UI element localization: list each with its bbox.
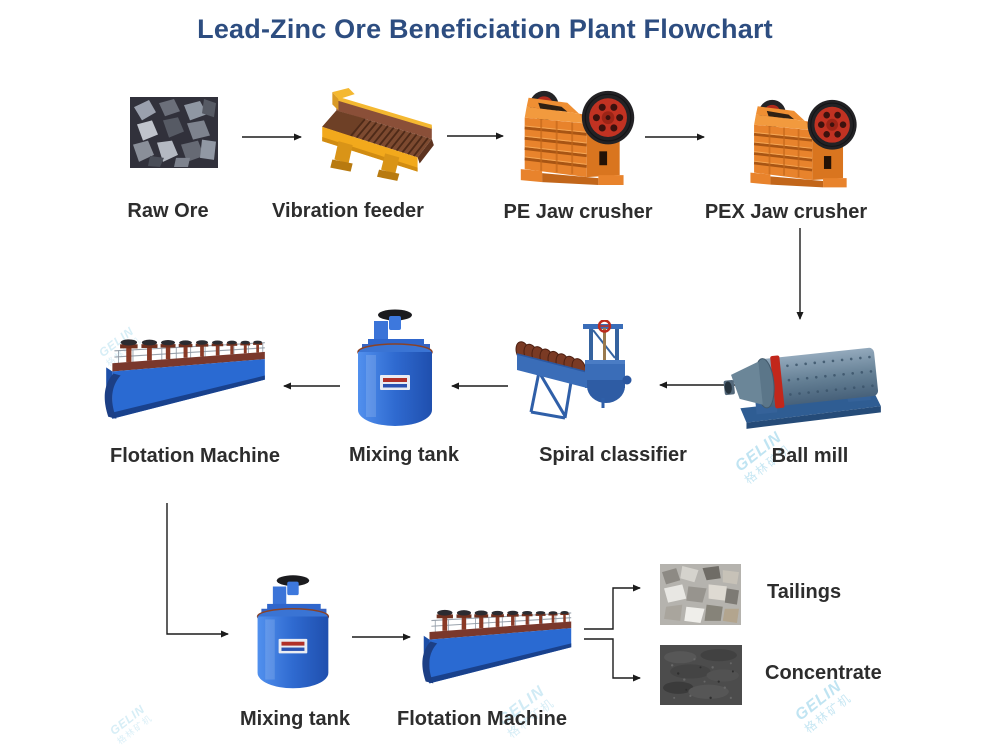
spiral-classifier-image: [513, 320, 648, 438]
arrow-flotation2-to-tailings: [584, 584, 641, 630]
label-spiral-classifier: Spiral classifier: [539, 444, 687, 466]
flotation-machine-1-image: [100, 320, 270, 427]
label-pe-jaw-crusher: PE Jaw crusher: [503, 201, 653, 223]
label-flotation-machine-1: Flotation Machine: [110, 445, 280, 467]
label-vibration-feeder: Vibration feeder: [272, 200, 424, 222]
arrow-flotation2-to-concentrate: [584, 638, 641, 682]
flotation-machine-2-image: [418, 592, 576, 691]
concentrate-photo: [660, 645, 742, 705]
label-tailings: Tailings: [767, 581, 842, 603]
page-title: Lead-Zinc Ore Beneficiation Plant Flowch…: [197, 14, 773, 44]
mixing-tank-1-image: [348, 303, 440, 435]
arrow-flotation1-to-mixingtank2: [166, 503, 229, 638]
vibration-feeder-image: [308, 86, 445, 188]
label-pex-jaw-crusher: PEX Jaw crusher: [704, 201, 868, 223]
label-mixing-tank-1: Mixing tank: [348, 444, 460, 466]
raw-ore-photo: [130, 97, 218, 168]
label-raw-ore: Raw Ore: [127, 200, 209, 222]
label-flotation-machine-2: Flotation Machine: [397, 708, 567, 730]
ball-mill-image: [720, 336, 888, 434]
mixing-tank-2-image: [248, 569, 336, 697]
label-mixing-tank-2: Mixing tank: [239, 708, 351, 730]
label-ball-mill: Ball mill: [771, 445, 849, 467]
label-concentrate: Concentrate: [765, 662, 882, 684]
pex-jaw-crusher-image: [745, 86, 863, 192]
pe-jaw-crusher-image: [515, 76, 641, 190]
tailings-photo: [660, 564, 741, 625]
